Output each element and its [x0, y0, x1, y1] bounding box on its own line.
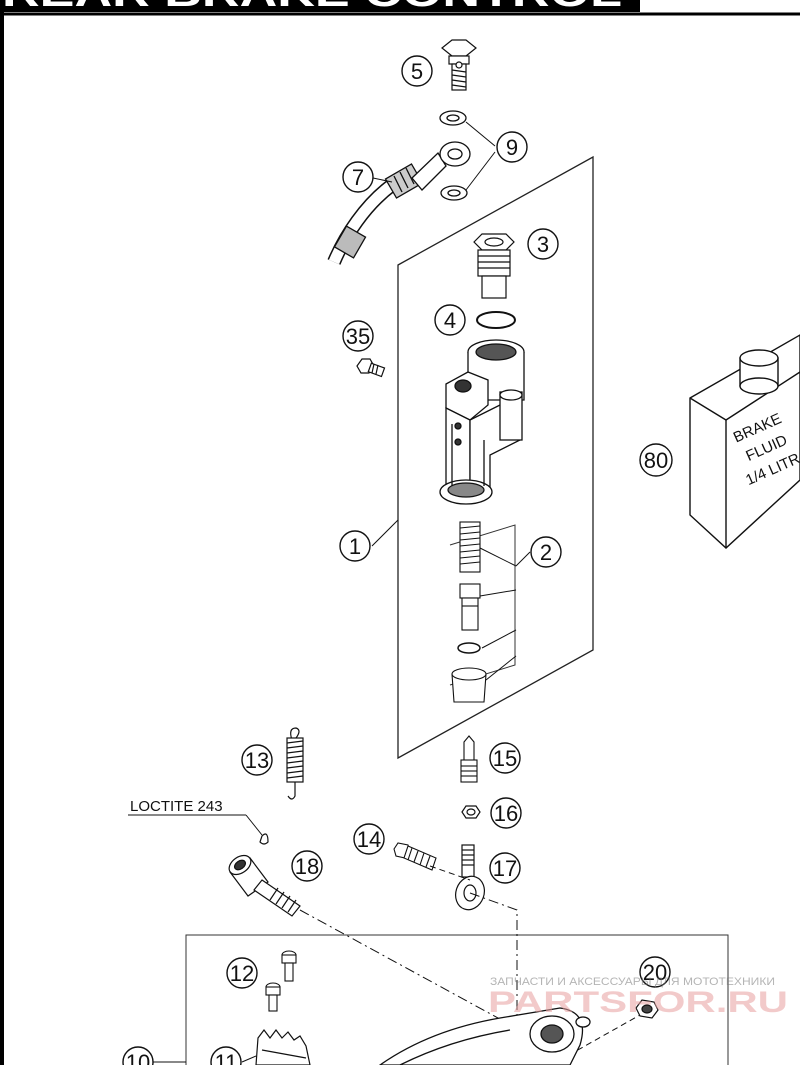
- svg-text:35: 35: [346, 324, 370, 349]
- pedal-nut-part: [635, 999, 659, 1019]
- return-spring-part: [286, 727, 304, 800]
- callout-17: 17: [489, 852, 521, 884]
- pivot-bolt-part: [393, 842, 437, 871]
- diagram-title: REAR BRAKE CONTROL: [2, 0, 622, 15]
- nut-part: [461, 805, 481, 819]
- page-frame: [0, 12, 800, 1065]
- callout-14: 14: [353, 823, 385, 855]
- svg-text:5: 5: [411, 59, 423, 84]
- piston-kit-part: [451, 521, 487, 703]
- brake-pedal-step-part: [255, 1029, 311, 1065]
- svg-text:9: 9: [506, 135, 518, 160]
- callout-numbers: 5 9 7 3 4 35 80 1 2 13 15 16 14 18 17 12…: [122, 55, 673, 1065]
- callout-16: 16: [490, 797, 522, 829]
- brake-fluid-can-part: BRAKE FLUID 1/4 LITR: [689, 334, 800, 549]
- callout-5: 5: [401, 55, 433, 87]
- svg-text:11: 11: [215, 1050, 238, 1065]
- watermark-tagline: ЗАПЧАСТИ И АКСЕССУАРЫ ДЛЯ МОТОТЕХНИКИ: [490, 976, 775, 988]
- callout-4: 4: [434, 304, 466, 336]
- brake-pedal-part: [378, 1007, 591, 1065]
- reservoir-cap-part: [473, 233, 515, 299]
- callout-13: 13: [241, 744, 273, 776]
- master-cylinder-body-part: [439, 339, 525, 505]
- callout-20: 20: [639, 956, 671, 988]
- svg-text:12: 12: [230, 961, 254, 986]
- callout-9: 9: [496, 131, 528, 163]
- svg-text:80: 80: [644, 448, 668, 473]
- svg-text:10: 10: [126, 1050, 150, 1065]
- master-cylinder-group-outline: [397, 155, 594, 760]
- small-bolts-part: [265, 950, 297, 1012]
- svg-text:20: 20: [643, 960, 667, 985]
- mounting-bolt-part: [356, 358, 386, 378]
- svg-text:2: 2: [540, 540, 552, 565]
- svg-text:18: 18: [295, 854, 319, 879]
- svg-text:16: 16: [494, 801, 518, 826]
- callout-1: 1: [339, 530, 371, 562]
- title-banner: REAR BRAKE CONTROL: [0, 0, 640, 15]
- loctite-note: LOCTITE 243: [128, 798, 269, 845]
- watermark: ЗАПЧАСТИ И АКСЕССУАРЫ ДЛЯ МОТОТЕХНИКИ PA…: [488, 976, 788, 1019]
- svg-text:17: 17: [493, 856, 517, 881]
- svg-text:1: 1: [349, 534, 361, 559]
- svg-text:3: 3: [537, 232, 549, 257]
- pedal-group-outline: [185, 934, 729, 1065]
- callout-12: 12: [226, 957, 258, 989]
- svg-text:14: 14: [357, 827, 381, 852]
- watermark-brand: PARTSFOR.RU: [488, 986, 788, 1019]
- svg-text:4: 4: [444, 308, 456, 333]
- callout-2: 2: [530, 536, 562, 568]
- loctite-label: LOCTITE 243: [130, 798, 223, 815]
- callout-10: 10: [122, 1046, 154, 1065]
- svg-text:15: 15: [493, 746, 517, 771]
- brake-hose-part: [327, 141, 471, 265]
- banjo-bolt-part: [441, 39, 477, 91]
- callout-3: 3: [527, 228, 559, 260]
- copper-washers-part: [439, 110, 468, 201]
- callout-7: 7: [342, 161, 374, 193]
- callout-80: 80: [639, 443, 673, 477]
- callout-35: 35: [342, 320, 374, 352]
- pedal-bolt-part: [228, 854, 301, 917]
- callout-15: 15: [489, 742, 521, 774]
- o-ring-part: [476, 311, 516, 329]
- callout-11: 11: [210, 1046, 242, 1065]
- svg-text:7: 7: [352, 165, 364, 190]
- svg-text:13: 13: [245, 748, 269, 773]
- push-rod-part: [460, 735, 478, 783]
- callout-18: 18: [291, 850, 323, 882]
- clevis-part: [455, 844, 485, 911]
